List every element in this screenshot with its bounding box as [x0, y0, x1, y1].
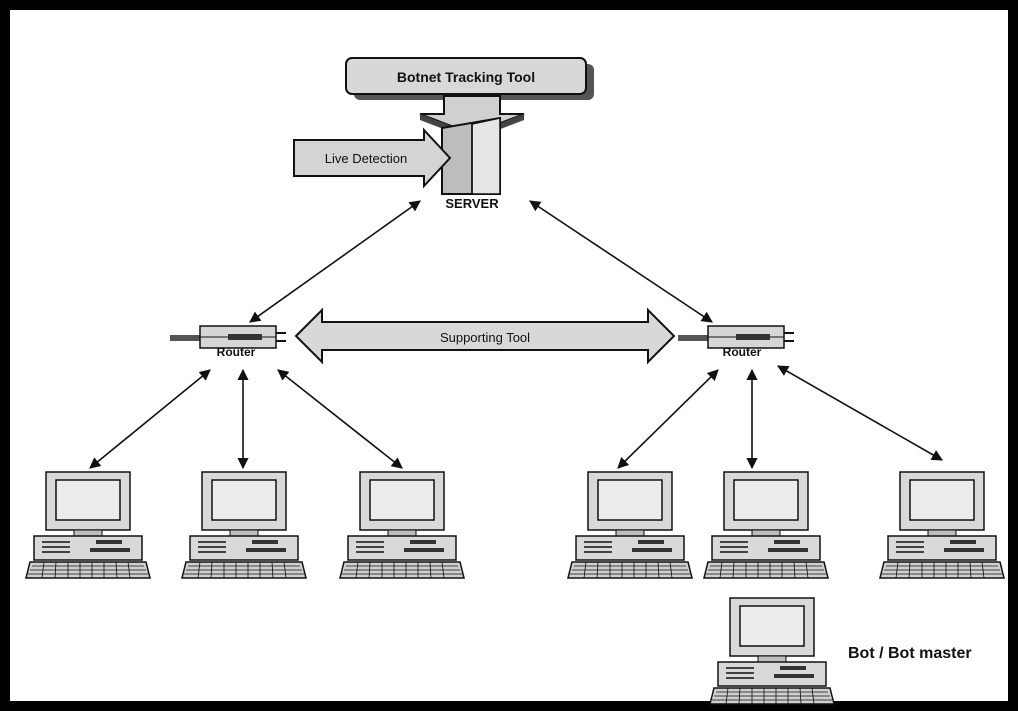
live-detection-label: Live Detection	[325, 151, 407, 166]
botnet-tracking-tool-banner: Botnet Tracking Tool	[345, 57, 594, 100]
server-router-links	[249, 200, 713, 323]
router-left-label: Router	[217, 345, 256, 359]
supporting-tool-arrow: Supporting Tool	[294, 307, 676, 365]
server-label: SERVER	[445, 196, 499, 211]
bot-master-label: Bot / Bot master	[848, 645, 972, 662]
supporting-tool-label: Supporting Tool	[440, 330, 530, 345]
router-right-label: Router	[723, 345, 762, 359]
botnet-tracking-tool-label: Botnet Tracking Tool	[397, 69, 535, 85]
server-icon	[441, 116, 501, 195]
live-detection-arrow: Live Detection	[293, 127, 452, 189]
router-pc-links	[89, 365, 943, 470]
